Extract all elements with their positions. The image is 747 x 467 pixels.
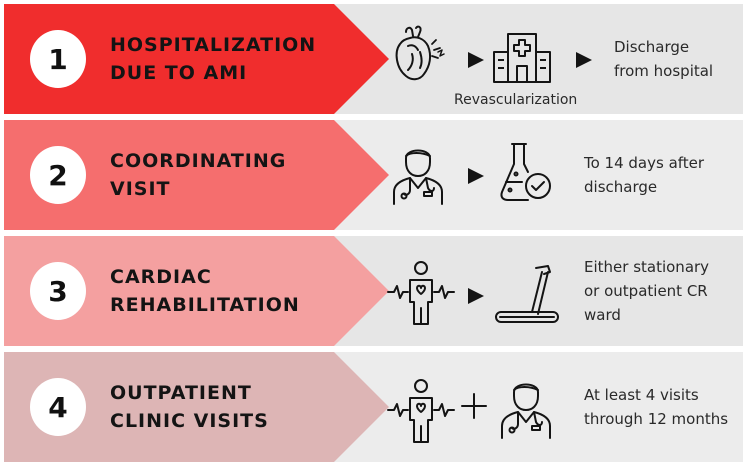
step-row-3: 3 CARDIAC REHABILITATION Either stationa… (4, 236, 743, 346)
treadmill-icon (495, 265, 559, 323)
step-banner (4, 352, 389, 462)
step-desc-line2: or outpatient CR (584, 282, 708, 300)
arrow-right-icon (576, 52, 592, 68)
step-desc-line2: discharge (584, 178, 658, 196)
doctor-icon (501, 383, 551, 439)
step-title: CARDIAC REHABILITATION (110, 236, 340, 346)
step-panel (334, 4, 743, 114)
step-desc-line1: Discharge (614, 38, 690, 56)
step-desc-line2: through 12 months (584, 410, 729, 428)
arrow-right-icon (468, 52, 484, 68)
step-icons: Revascularization (382, 4, 592, 114)
step-desc-line3: ward (584, 306, 621, 324)
step-desc-line2: from hospital (614, 62, 714, 80)
step-row-1: 1 HOSPITALIZATION DUE TO AMI (4, 4, 743, 114)
step-desc-line1: At least 4 visits (584, 386, 699, 404)
step-number: 1 (30, 30, 86, 88)
step-title-line2: DUE TO AMI (110, 62, 248, 84)
step-number: 2 (30, 146, 86, 204)
step-panel (334, 236, 743, 346)
step-title-line1: HOSPITALIZATION (110, 34, 317, 56)
step-title-line2: VISIT (110, 178, 171, 200)
doctor-icon (393, 149, 443, 205)
arrow-right-icon (468, 168, 484, 184)
step-title: OUTPATIENT CLINIC VISITS (110, 352, 340, 462)
step-number: 3 (30, 262, 86, 320)
icon-caption: Revascularization (454, 92, 578, 108)
step-title-line1: OUTPATIENT (110, 382, 252, 404)
step-description: Either stationary or outpatient CR ward (584, 236, 747, 346)
step-banner (4, 4, 389, 114)
step-banner (4, 120, 389, 230)
step-title-line1: CARDIAC (110, 266, 212, 288)
step-icons (382, 120, 582, 230)
hospital-icon (493, 33, 551, 83)
arrow-right-icon (468, 288, 484, 304)
step-icons (382, 236, 582, 346)
step-title: COORDINATING VISIT (110, 120, 340, 230)
step-row-2: 2 COORDINATING VISIT To 14 d (4, 120, 743, 230)
patient-heartbeat-icon (387, 379, 455, 443)
heart-icon (395, 25, 445, 81)
lab-flask-icon (500, 143, 551, 201)
step-title-line1: COORDINATING (110, 150, 287, 172)
step-title-line2: REHABILITATION (110, 294, 300, 316)
step-title: HOSPITALIZATION DUE TO AMI (110, 4, 340, 114)
step-desc-line1: To 14 days after (584, 154, 705, 172)
step-desc-line1: Either stationary (584, 258, 710, 276)
step-description: To 14 days after discharge (584, 120, 747, 230)
step-panel (334, 352, 743, 462)
patient-heartbeat-icon (387, 261, 455, 325)
step-icons (382, 352, 582, 462)
step-title-line2: CLINIC VISITS (110, 410, 269, 432)
step-description: Discharge from hospital (614, 4, 744, 114)
step-number: 4 (30, 378, 86, 436)
step-banner (4, 236, 389, 346)
step-row-4: 4 OUTPATIENT CLINIC VISITS At lea (4, 352, 743, 462)
plus-icon (461, 393, 487, 419)
step-description: At least 4 visits through 12 months (584, 352, 747, 462)
